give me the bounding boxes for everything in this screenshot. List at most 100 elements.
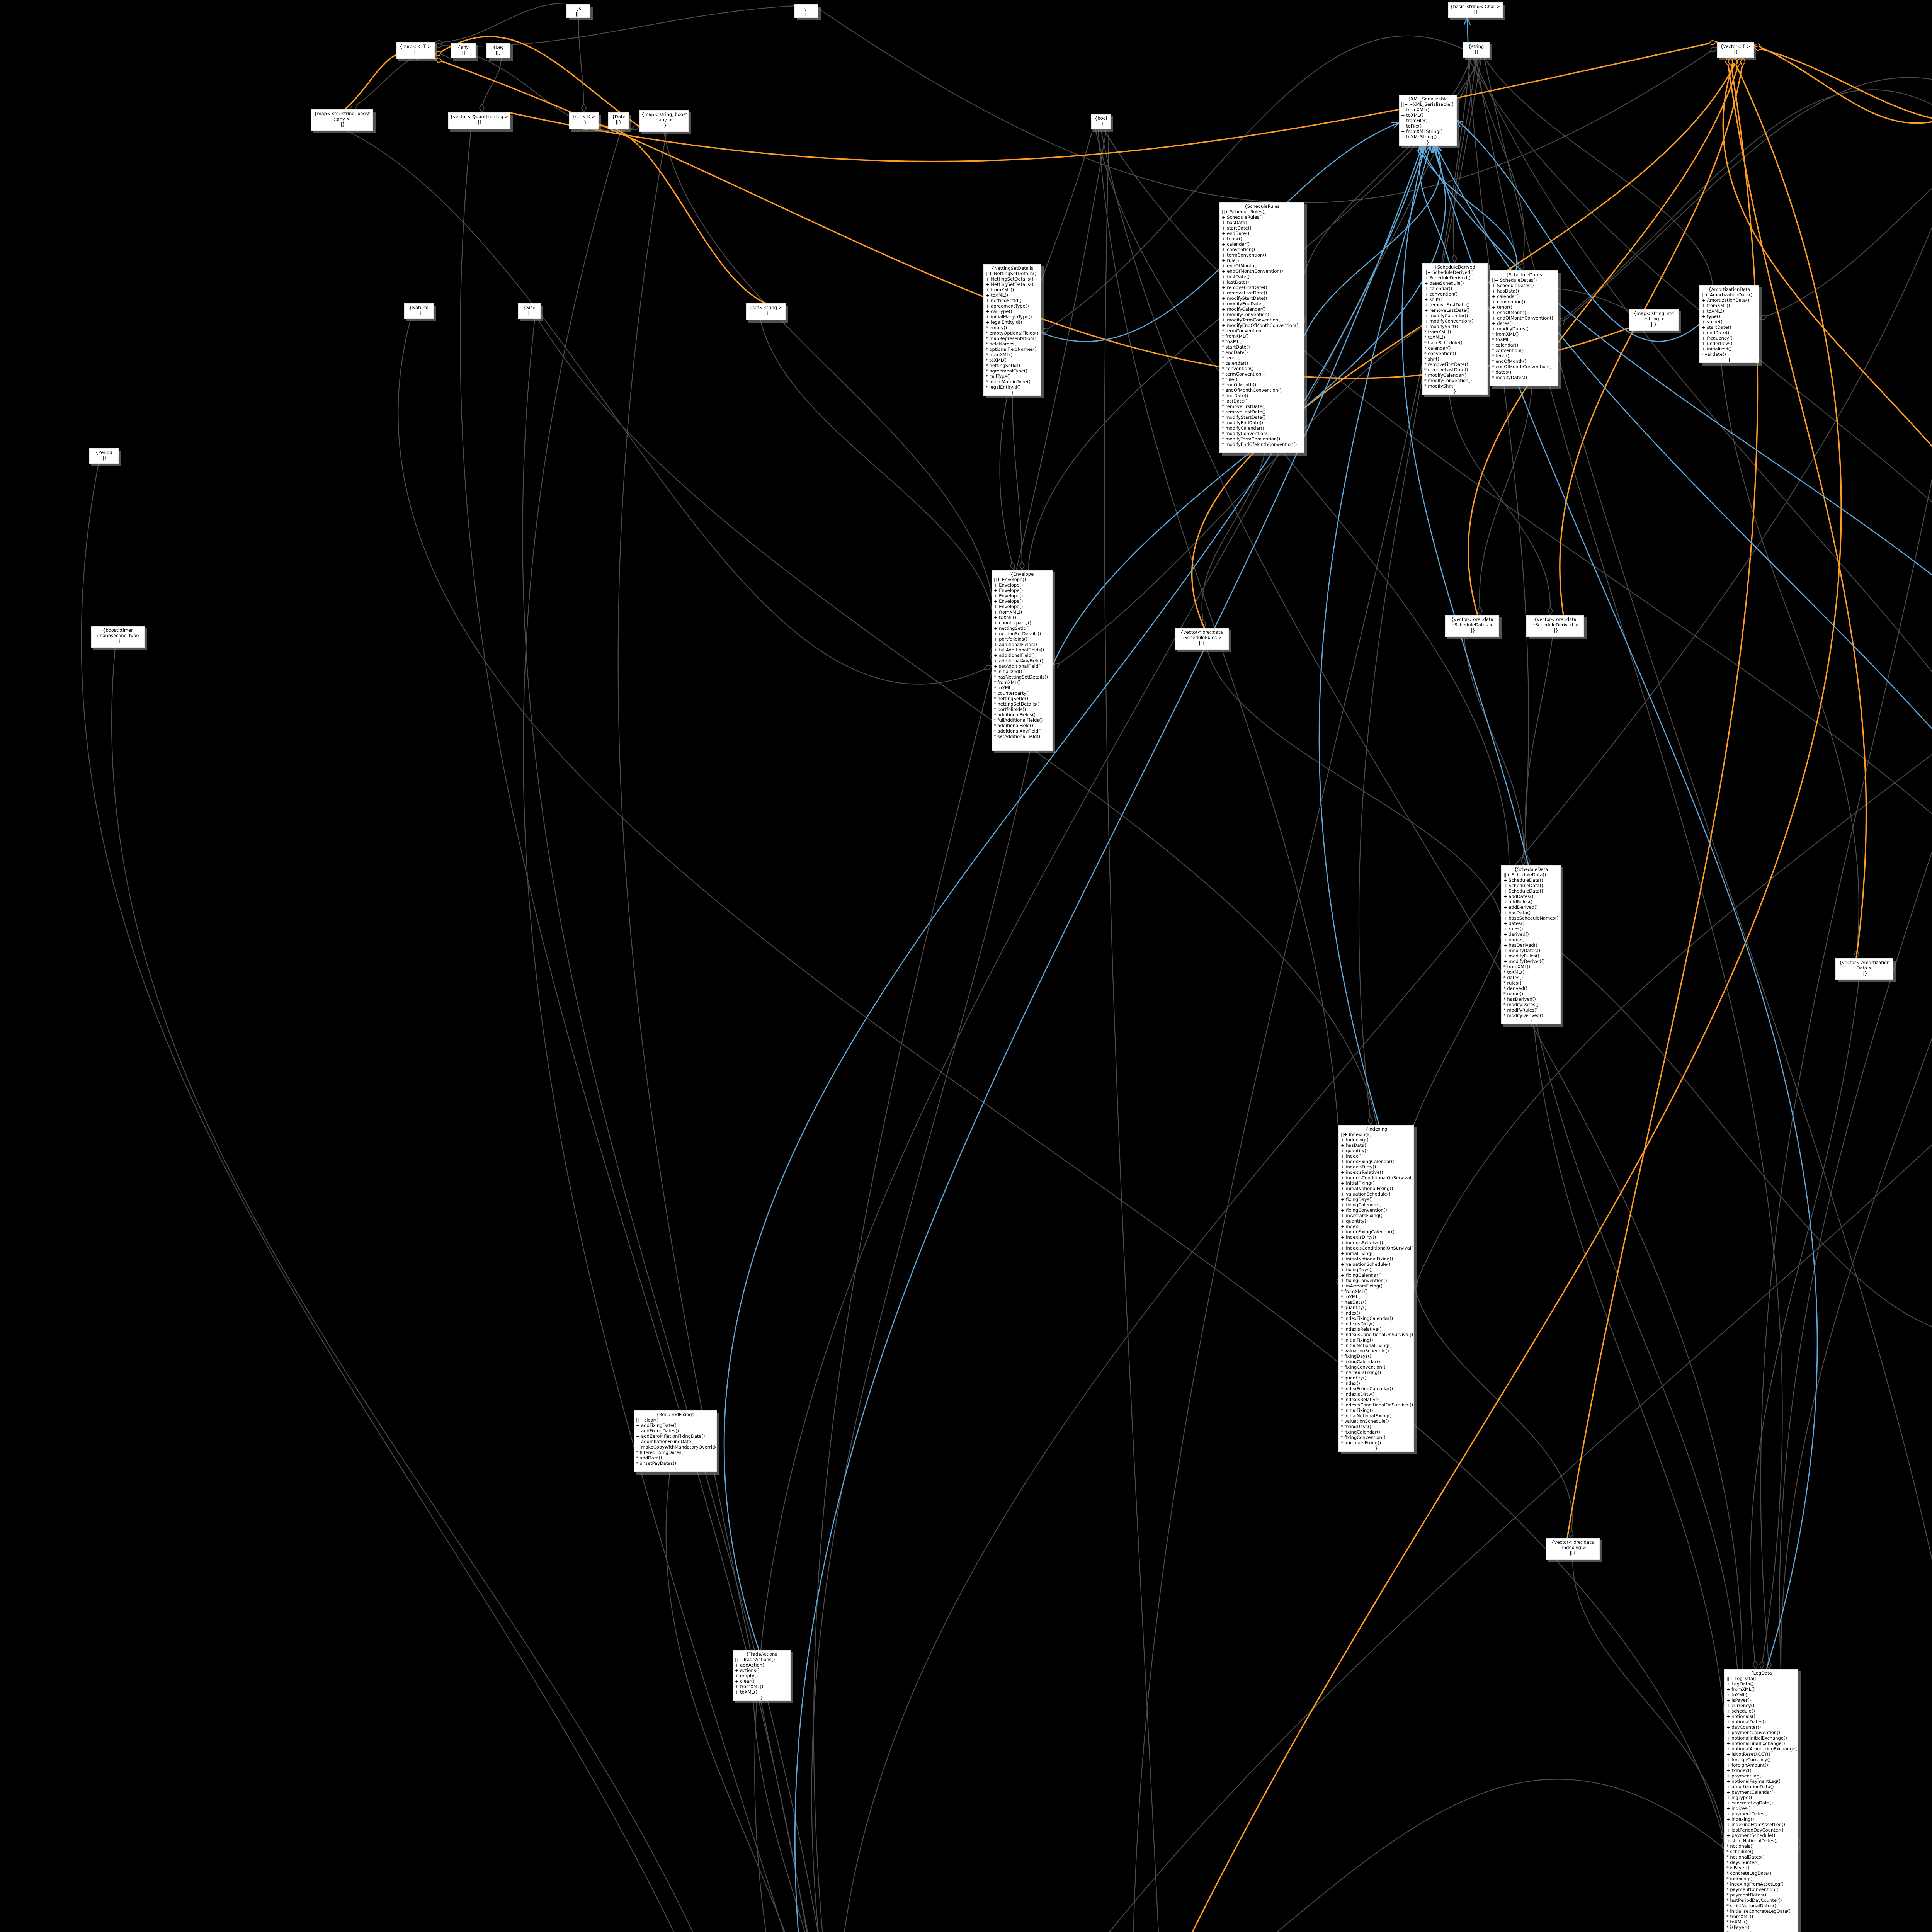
type-label: Data > xyxy=(1856,965,1872,971)
class-node-indexing[interactable]: {Indexing||+ Indexing()+ Indexing()+ has… xyxy=(1338,1125,1414,1452)
class-member: + indexFixingCalendar() xyxy=(1341,1229,1395,1235)
class-member: + termConvention() xyxy=(1222,252,1267,258)
type-box-close: ||} xyxy=(460,50,466,55)
class-member: + NettingSetDetails() xyxy=(986,276,1034,282)
class-box-close: } xyxy=(1728,357,1731,362)
type-node-set_k[interactable]: {set< K >||} xyxy=(569,112,599,129)
class-member: + nettingSetDetails() xyxy=(994,631,1041,636)
class-member: + removeLastDate() xyxy=(1222,290,1267,296)
edge-schedule_dates-vector_sdts xyxy=(1480,386,1533,615)
type-box-close: ||} xyxy=(101,455,107,461)
class-member: * fromXML() xyxy=(994,680,1021,685)
class-node-envelope[interactable]: {Envelope||+ Envelope()+ Envelope()+ Env… xyxy=(992,570,1053,751)
type-label: ::any > xyxy=(333,116,350,122)
type-node-size[interactable]: {Size||} xyxy=(518,303,541,319)
class-member: + concreteLegData() xyxy=(1726,1800,1773,1806)
class-member: + paymentCalendar() xyxy=(1726,1789,1775,1795)
class-member: ||+ ScheduleData() xyxy=(1503,872,1546,878)
class-member: + endOfMonthConvention() xyxy=(1492,315,1553,321)
edge-size-indexing xyxy=(537,318,1381,1296)
type-node-map_string_stdstring[interactable]: {map< string, std::string >||} xyxy=(1629,309,1679,331)
type-node-map_string_boostany[interactable]: {map< string, boost::any >||} xyxy=(639,110,689,132)
class-member: * initialMarginType() xyxy=(986,379,1031,384)
class-node-requiredfixings[interactable]: {RequiredFixings||+ clear()+ addFixingDa… xyxy=(634,1410,717,1472)
class-node-legdata[interactable]: {LegData||+ LegData()+ LegData()+ fromXM… xyxy=(1724,1669,1798,1932)
type-label: {map< K, T > xyxy=(400,44,431,49)
type-node-basic_string[interactable]: {basic_string< Char >||} xyxy=(1448,2,1503,18)
edge-string-trade xyxy=(754,57,1480,1932)
class-member: * firstDate() xyxy=(1222,393,1248,398)
class-member: + calendar() xyxy=(1424,286,1452,291)
class-node-schedule_data[interactable]: {ScheduleData||+ ScheduleData()+ Schedul… xyxy=(1501,865,1561,1024)
class-member: * modifyConvention() xyxy=(1222,431,1270,436)
class-member: + dates() xyxy=(1503,921,1525,926)
class-title: {AmortizationData xyxy=(1708,287,1750,292)
type-node-nanosecond[interactable]: {boost::timer::nanosecond_type||} xyxy=(91,626,145,648)
class-member: * toXML() xyxy=(1341,1294,1362,1299)
class-member: + initialFixing() xyxy=(1341,1251,1375,1256)
type-node-period[interactable]: {Period||} xyxy=(89,448,119,464)
type-node-k[interactable]: {K||} xyxy=(566,4,590,18)
class-member: + paymentDates() xyxy=(1726,1811,1768,1816)
class-node-xml[interactable]: {XML_Serializable||+ ~XML_Serializable()… xyxy=(1399,95,1457,146)
class-node-schedule_derived[interactable]: {ScheduleDerived||+ ScheduleDerived()+ S… xyxy=(1422,263,1488,395)
class-member: * toXML() xyxy=(1503,969,1525,975)
class-member: + toXML() xyxy=(994,615,1017,620)
class-member: + toXML() xyxy=(986,293,1009,298)
class-member: * fromXML() xyxy=(1492,332,1519,337)
type-node-vector_indexing[interactable]: {vector< ore::data::Indexing >||} xyxy=(1546,1538,1600,1560)
edge-set_string-envelope xyxy=(760,320,994,655)
class-member: * derived() xyxy=(1503,986,1527,991)
class-member: + lastDate() xyxy=(1222,279,1249,285)
type-node-vector_t[interactable]: {vector< T >||} xyxy=(1717,42,1754,58)
class-member: + addDerived() xyxy=(1503,905,1538,910)
class-member: + indexing() xyxy=(1726,1816,1754,1822)
class-member: + notionalInitialExchange() xyxy=(1726,1735,1787,1741)
type-node-map_stdstring_boostany[interactable]: {map< std::string, boost::any >||} xyxy=(311,109,373,131)
type-box-close: ||} xyxy=(476,119,482,125)
class-member: + initialNotionalFixing() xyxy=(1341,1256,1393,1262)
type-label: {Natural xyxy=(409,305,429,310)
type-box-close: ||} xyxy=(1098,121,1104,126)
class-member: + dayCounter() xyxy=(1726,1725,1761,1730)
type-node-vector_sdrv[interactable]: {vector< ore::data::ScheduleDerived >||} xyxy=(1526,615,1584,637)
type-node-vector_sr[interactable]: {vector< ore::data::ScheduleRules >||} xyxy=(1175,628,1229,650)
class-node-nettingset[interactable]: {NettingSetDetails||+ NettingSetDetails(… xyxy=(983,264,1041,396)
class-member: + modifyConvention() xyxy=(1222,312,1271,317)
class-member: * indexIsDirty() xyxy=(1341,1391,1375,1397)
class-node-tradeactions[interactable]: {TradeActions||+ TradeActions()+ addActi… xyxy=(733,1650,791,1701)
class-member: + toXMLString() xyxy=(1401,134,1437,139)
type-node-leg[interactable]: {Leg||} xyxy=(486,43,510,58)
class-member: + notionalFinalExchange() xyxy=(1726,1741,1785,1746)
class-member: ||+ Indexing() xyxy=(1341,1132,1372,1137)
type-box-close: ||} xyxy=(763,310,769,316)
type-node-vector_ql_leg[interactable]: {vector< QuantLib::Leg >||} xyxy=(448,112,510,129)
type-label: ::string > xyxy=(1643,316,1665,321)
type-box-close: ||} xyxy=(575,11,582,17)
type-node-t[interactable]: {T||} xyxy=(794,4,818,18)
type-node-any[interactable]: {any||} xyxy=(451,43,476,58)
type-node-natural[interactable]: {Natural||} xyxy=(404,303,434,319)
class-node-schedule_dates[interactable]: {ScheduleDates||+ ScheduleDates()+ Sched… xyxy=(1490,270,1558,386)
type-node-vector_sdts[interactable]: {vector< ore::data::ScheduleDates >||} xyxy=(1445,615,1499,637)
edge-envelope-trade xyxy=(811,750,1031,1932)
class-node-schedule_rules[interactable]: {ScheduleRules||+ ScheduleRules()+ Sched… xyxy=(1219,202,1304,453)
class-member: + shift() xyxy=(1424,297,1443,302)
edge-vector_sdts-schedule_data xyxy=(1463,636,1524,865)
class-member: * counterparty() xyxy=(994,690,1030,696)
type-node-string[interactable]: {string||} xyxy=(1463,42,1490,58)
class-member: + NettingSetDetails() xyxy=(986,282,1034,287)
class-member: ||+ clear() xyxy=(636,1417,659,1423)
type-node-map_k_t[interactable]: {map< K, T >||} xyxy=(396,42,435,59)
class-member: * initialiseConcreteLegData() xyxy=(1726,1908,1791,1914)
class-node-amortization[interactable]: {AmortizationData||+ AmortizationData()+… xyxy=(1699,285,1759,363)
type-node-date[interactable]: {Date||} xyxy=(608,112,629,129)
class-member: * indexIsConditionalOnSurvival() xyxy=(1341,1402,1413,1408)
type-label: {basic_string< Char > xyxy=(1450,4,1500,9)
type-node-bool[interactable]: {bool||} xyxy=(1091,114,1111,129)
class-member: + fromXML() xyxy=(735,1684,764,1689)
type-node-set_string[interactable]: {set< string >||} xyxy=(746,303,786,320)
edge-trade-xml xyxy=(794,146,1422,1932)
